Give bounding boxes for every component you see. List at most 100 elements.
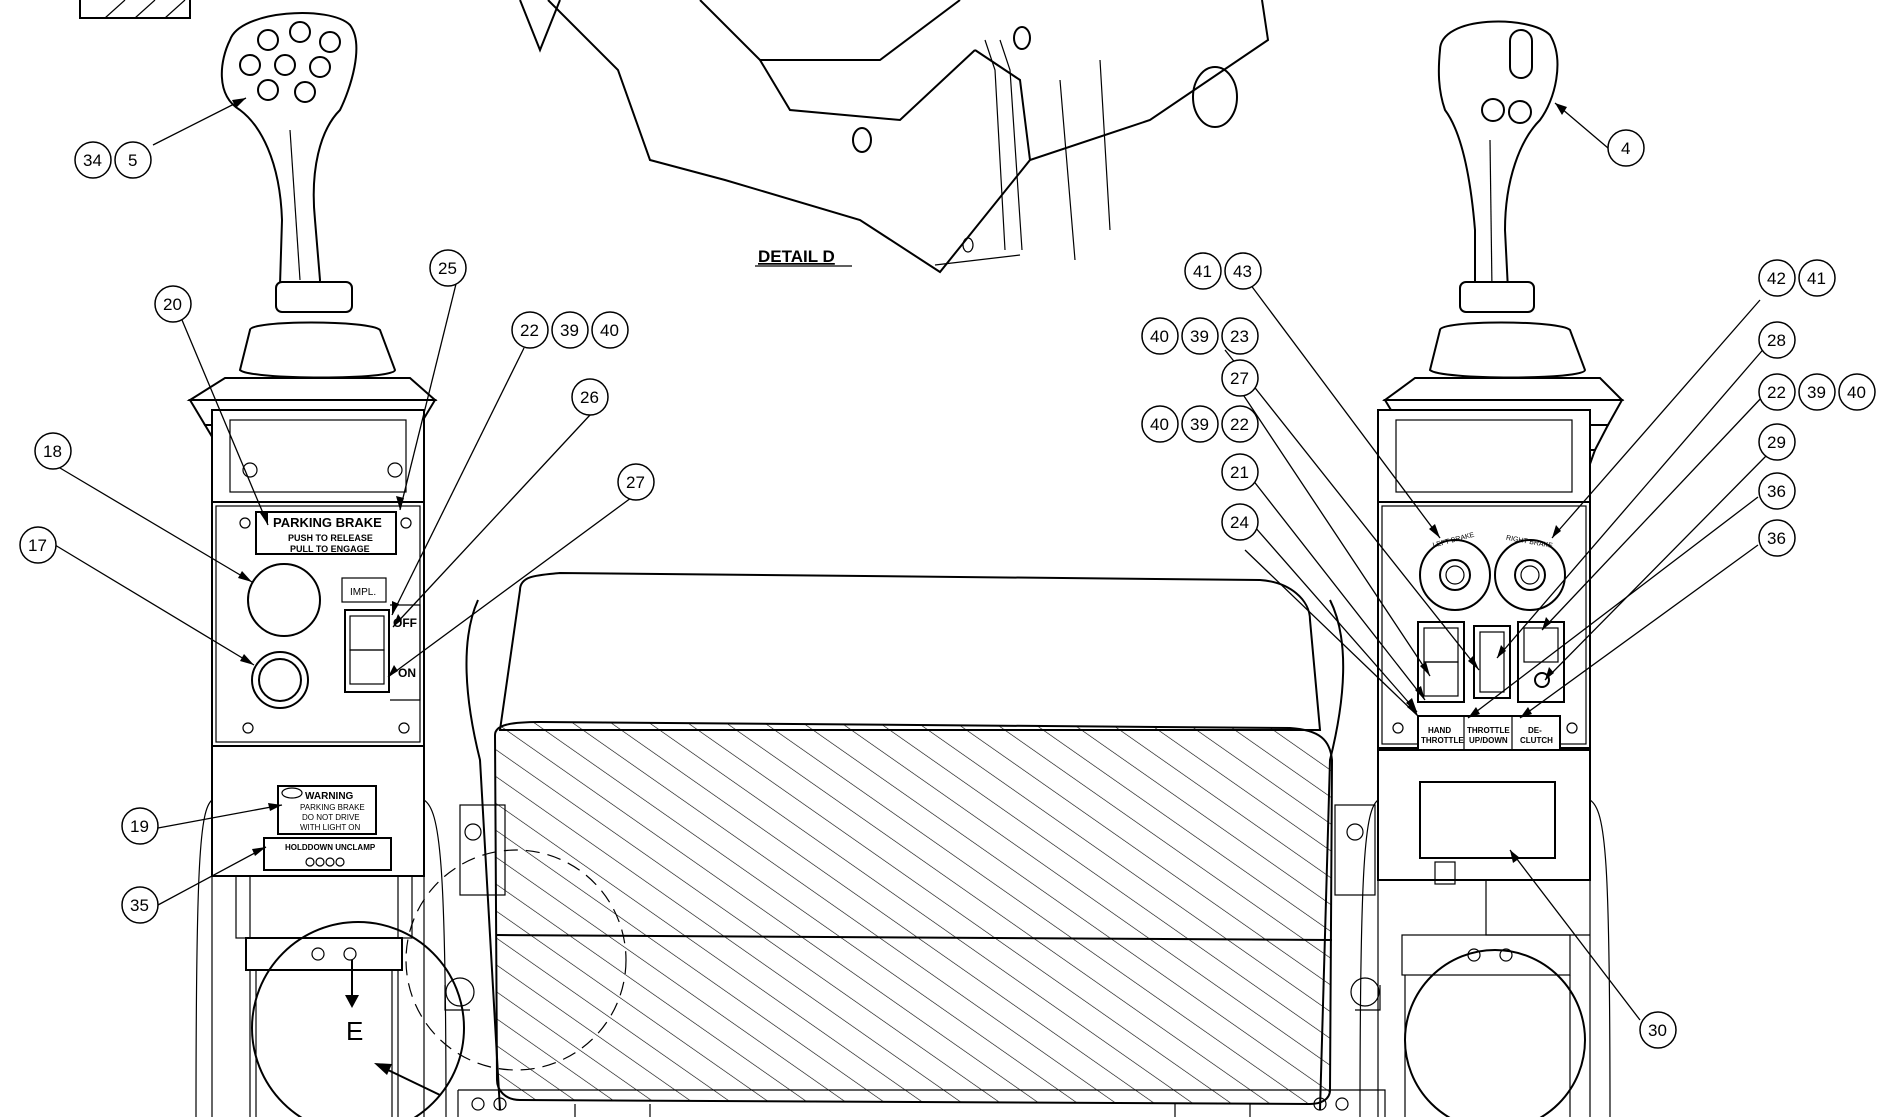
right-console <box>1359 409 1611 1117</box>
svg-text:34: 34 <box>83 151 102 170</box>
callout-22: 22 <box>1221 405 1259 443</box>
svg-text:42: 42 <box>1767 269 1786 288</box>
callout-39: 39 <box>1798 373 1836 411</box>
svg-text:PULL TO ENGAGE: PULL TO ENGAGE <box>290 544 370 554</box>
svg-text:22: 22 <box>1230 415 1249 434</box>
svg-text:4: 4 <box>1621 139 1630 158</box>
callout-39: 39 <box>1181 317 1219 355</box>
svg-text:39: 39 <box>1190 415 1209 434</box>
svg-text:36: 36 <box>1767 529 1786 548</box>
svg-text:PARKING BRAKE: PARKING BRAKE <box>300 803 365 812</box>
svg-text:HOLDDOWN UNCLAMP: HOLDDOWN UNCLAMP <box>285 843 376 852</box>
callout-5: 5 <box>114 141 152 179</box>
callout-20: 20 <box>154 285 192 323</box>
callout-19: 19 <box>121 807 159 845</box>
svg-text:43: 43 <box>1233 262 1252 281</box>
warning-plate: WARNING PARKING BRAKE DO NOT DRIVE WITH … <box>300 791 365 832</box>
svg-text:25: 25 <box>438 259 457 278</box>
svg-text:22: 22 <box>1767 383 1786 402</box>
left-console <box>195 409 447 1117</box>
detail-e-circle <box>251 921 465 1117</box>
svg-text:40: 40 <box>1150 415 1169 434</box>
detail-d-title: DETAIL D <box>758 247 835 266</box>
callout-39: 39 <box>551 311 589 349</box>
seat <box>444 571 1386 1117</box>
callout-36: 36 <box>1758 519 1796 557</box>
callout-41: 41 <box>1184 252 1222 290</box>
svg-text:39: 39 <box>1190 327 1209 346</box>
svg-text:41: 41 <box>1807 269 1826 288</box>
callout-40: 40 <box>591 311 629 349</box>
svg-text:CLUTCH: CLUTCH <box>1520 736 1553 745</box>
svg-text:35: 35 <box>130 896 149 915</box>
svg-text:THROTTLE: THROTTLE <box>1421 736 1464 745</box>
callout-39: 39 <box>1181 405 1219 443</box>
callout-28: 28 <box>1758 321 1796 359</box>
parking-brake-plate: PARKING BRAKE PUSH TO RELEASE PULL TO EN… <box>273 515 382 554</box>
svg-text:23: 23 <box>1230 327 1249 346</box>
leader-lines <box>54 97 1768 1021</box>
callout-40: 40 <box>1838 373 1876 411</box>
svg-text:HAND: HAND <box>1428 726 1451 735</box>
callout-21: 21 <box>1221 453 1259 491</box>
svg-text:WARNING: WARNING <box>305 791 354 802</box>
callout-balloons: 34 5 4 25 20 22 39 40 26 18 27 17 19 35 … <box>19 129 1876 1049</box>
svg-text:WITH LIGHT ON: WITH LIGHT ON <box>300 823 361 832</box>
callout-40: 40 <box>1141 317 1179 355</box>
on-label: ON <box>398 666 416 680</box>
svg-text:PARKING BRAKE: PARKING BRAKE <box>273 515 382 530</box>
svg-text:5: 5 <box>128 151 137 170</box>
partial-detail-topleft <box>79 0 191 19</box>
detail-e-marker: E <box>346 1016 363 1046</box>
svg-text:41: 41 <box>1193 262 1212 281</box>
svg-text:19: 19 <box>130 817 149 836</box>
callout-40: 40 <box>1141 405 1179 443</box>
svg-text:40: 40 <box>1150 327 1169 346</box>
svg-text:DO NOT DRIVE: DO NOT DRIVE <box>302 813 360 822</box>
left-joystick <box>186 12 438 479</box>
svg-text:THROTTLE: THROTTLE <box>1467 726 1510 735</box>
switch-labels: HAND THROTTLE THROTTLE UP/DOWN DE- CLUTC… <box>1421 726 1553 745</box>
callout-27: 27 <box>617 463 655 501</box>
callout-35: 35 <box>121 886 159 924</box>
callout-42: 42 <box>1758 259 1796 297</box>
callout-17: 17 <box>19 526 57 564</box>
svg-text:UP/DOWN: UP/DOWN <box>1469 736 1508 745</box>
svg-text:27: 27 <box>1230 369 1249 388</box>
svg-text:28: 28 <box>1767 331 1786 350</box>
holddown-plate: HOLDDOWN UNCLAMP <box>285 843 376 867</box>
callout-29: 29 <box>1758 423 1796 461</box>
callout-18: 18 <box>34 432 72 470</box>
svg-text:40: 40 <box>1847 383 1866 402</box>
impl-switch-tag: IMPL. <box>350 587 376 598</box>
svg-text:36: 36 <box>1767 482 1786 501</box>
callout-27: 27 <box>1221 359 1259 397</box>
callout-43: 43 <box>1224 252 1262 290</box>
callout-22: 22 <box>1758 373 1796 411</box>
svg-text:DE-: DE- <box>1528 726 1542 735</box>
leader-arrowheads <box>232 98 1567 863</box>
svg-text:40: 40 <box>600 321 619 340</box>
svg-text:22: 22 <box>520 321 539 340</box>
callout-36: 36 <box>1758 472 1796 510</box>
callout-34: 34 <box>74 141 112 179</box>
callout-41: 41 <box>1798 259 1836 297</box>
callout-25: 25 <box>429 249 467 287</box>
callout-4: 4 <box>1607 129 1645 167</box>
svg-text:29: 29 <box>1767 433 1786 452</box>
svg-text:30: 30 <box>1648 1021 1667 1040</box>
callout-30: 30 <box>1639 1011 1677 1049</box>
svg-text:PUSH TO RELEASE: PUSH TO RELEASE <box>288 533 373 543</box>
svg-text:21: 21 <box>1230 463 1249 482</box>
callout-26: 26 <box>571 378 609 416</box>
callout-22: 22 <box>511 311 549 349</box>
svg-text:27: 27 <box>626 473 645 492</box>
svg-text:24: 24 <box>1230 513 1249 532</box>
callout-23: 23 <box>1221 317 1259 355</box>
svg-text:18: 18 <box>43 442 62 461</box>
callout-24: 24 <box>1221 503 1259 541</box>
svg-text:20: 20 <box>163 295 182 314</box>
svg-text:17: 17 <box>28 536 47 555</box>
svg-text:26: 26 <box>580 388 599 407</box>
